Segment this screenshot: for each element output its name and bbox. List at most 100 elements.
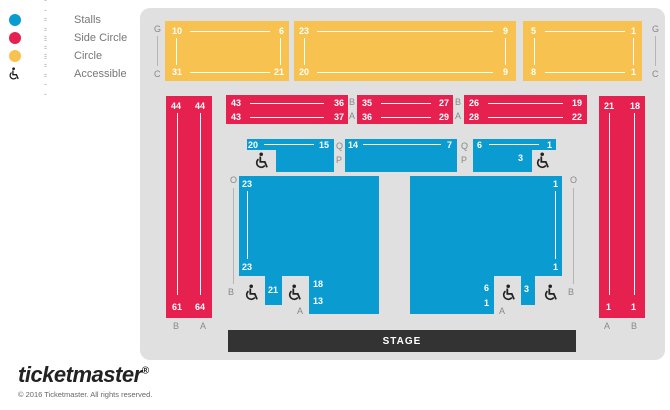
- seat-number: 35: [362, 98, 373, 108]
- seat-number: 6: [483, 283, 489, 293]
- seat-number: 3: [518, 153, 524, 163]
- seat-number: 27: [438, 98, 449, 108]
- wheelchair-icon: [255, 152, 268, 169]
- seat-number: 37: [333, 112, 344, 122]
- wheelchair-icon: [502, 284, 515, 301]
- seat-number: 1: [483, 298, 489, 308]
- side-circle-left-pillar[interactable]: 44 44 61 64: [166, 96, 212, 318]
- seat-number: 6: [278, 26, 284, 36]
- seat-number: 1: [546, 140, 552, 150]
- side-circle-box-right[interactable]: 26 19 28 22: [464, 95, 587, 124]
- copyright-text: © 2016 Ticketmaster. All rights reserved…: [18, 390, 153, 399]
- seat-number: 1: [631, 302, 637, 312]
- stalls-qp-centre[interactable]: 14 7: [345, 139, 457, 172]
- seat-number: 13: [313, 296, 324, 306]
- box-row-b: B: [349, 97, 356, 107]
- circle-row-label-top-right: G: [652, 24, 660, 34]
- seat-number: 23: [299, 26, 310, 36]
- seat-number: 44: [195, 101, 206, 111]
- seat-number: 5: [531, 26, 537, 36]
- legend-label-side-circle: Side Circle: [74, 32, 128, 44]
- stalls-row-p: P: [461, 155, 468, 165]
- stage: STAGE: [228, 330, 576, 352]
- stalls-row-o: O: [230, 175, 238, 185]
- stalls-main-right[interactable]: 1 1: [410, 176, 562, 276]
- stalls-qp-left-lower[interactable]: [276, 150, 334, 172]
- stalls-swatch: [9, 14, 21, 26]
- seat-number: 64: [195, 302, 206, 312]
- stalls-front-left-b[interactable]: 18 13: [309, 276, 379, 314]
- seat-number: 19: [571, 98, 582, 108]
- stalls-row-b: B: [228, 287, 235, 297]
- legend-stalls: ----- Stalls: [6, 0, 101, 45]
- legend-dash: -----: [44, 49, 48, 99]
- legend-label-stalls: Stalls: [74, 14, 101, 26]
- wheelchair-icon: [9, 67, 19, 80]
- seat-number: 22: [571, 112, 582, 122]
- stalls-row-p: P: [336, 155, 343, 165]
- stalls-qp-right-lower[interactable]: 3: [473, 150, 532, 172]
- seat-number: 20: [299, 67, 310, 77]
- seat-number: 23: [242, 179, 253, 189]
- circle-row-label-bottom-right: C: [652, 69, 659, 79]
- wheelchair-icon: [288, 284, 301, 301]
- seat-number: 28: [469, 112, 480, 122]
- side-circle-box-left[interactable]: 43 36 43 37: [226, 95, 348, 124]
- seat-number: 18: [630, 101, 641, 111]
- stalls-front-right-b[interactable]: 6 1: [410, 276, 494, 314]
- side-circle-box-centre[interactable]: 35 27 36 29: [357, 95, 453, 124]
- stalls-row-a: A: [499, 306, 506, 316]
- stalls-main-left[interactable]: 23 23: [239, 176, 379, 276]
- side-circle-row-b: B: [173, 321, 180, 331]
- circle-swatch: [9, 50, 21, 62]
- wheelchair-icon: [544, 284, 557, 301]
- seat-number: 1: [552, 262, 558, 272]
- stalls-front-right-a[interactable]: 3: [521, 276, 535, 305]
- seat-number: 21: [604, 101, 615, 111]
- circle-row-label-bottom: C: [154, 69, 161, 79]
- seat-number: 20: [248, 140, 259, 150]
- seat-number: 43: [231, 98, 242, 108]
- side-circle-row-a: A: [200, 321, 207, 331]
- stalls-qp-right[interactable]: 6 1: [473, 139, 556, 150]
- seat-number: 1: [630, 67, 636, 77]
- seat-number: 36: [333, 98, 344, 108]
- side-circle-row-a-right: A: [604, 321, 611, 331]
- circle-row-label-top: G: [154, 24, 162, 34]
- seat-number: 36: [362, 112, 373, 122]
- seat-number: 15: [318, 140, 329, 150]
- seat-number: 29: [438, 112, 449, 122]
- registered-mark: ®: [141, 365, 149, 377]
- circle-section-right[interactable]: 5 1 8 1: [523, 21, 642, 81]
- stalls-qp-left[interactable]: 20 15: [247, 139, 334, 150]
- circle-section-centre[interactable]: 23 9 20 9: [294, 21, 516, 81]
- legend-dash: -----: [44, 31, 48, 81]
- box-row-b: B: [455, 97, 462, 107]
- side-circle-right-pillar[interactable]: 21 18 1 1: [599, 96, 645, 318]
- seat-number: 9: [502, 26, 508, 36]
- seat-number: 23: [242, 262, 253, 272]
- box-row-a: A: [349, 111, 356, 121]
- side-circle-swatch: [9, 32, 21, 44]
- seat-number: 9: [502, 67, 508, 77]
- ticketmaster-logo: ticketmaster®: [18, 362, 149, 387]
- seat-number: 6: [477, 140, 483, 150]
- legend-accessible: ----- Accessible: [6, 49, 127, 99]
- seat-number: 21: [273, 67, 284, 77]
- seat-number: 10: [172, 26, 183, 36]
- seat-number: 61: [172, 302, 183, 312]
- seat-number: 1: [552, 179, 558, 189]
- legend-dash: -----: [44, 13, 48, 63]
- circle-section-left[interactable]: 10 6 31 21: [165, 21, 289, 81]
- wheelchair-icon: [245, 284, 258, 301]
- seat-number: 43: [231, 112, 242, 122]
- legend-dash: -----: [44, 0, 48, 45]
- stalls-row-q: Q: [336, 141, 344, 151]
- legend-circle: ----- Circle: [6, 31, 102, 81]
- legend-label-accessible: Accessible: [74, 68, 127, 80]
- seat-number: 3: [524, 284, 530, 294]
- stalls-row-q: Q: [461, 141, 469, 151]
- stalls-front-left-a[interactable]: 21: [265, 276, 282, 305]
- wheelchair-icon: [536, 152, 549, 169]
- stalls-row-a: A: [297, 306, 304, 316]
